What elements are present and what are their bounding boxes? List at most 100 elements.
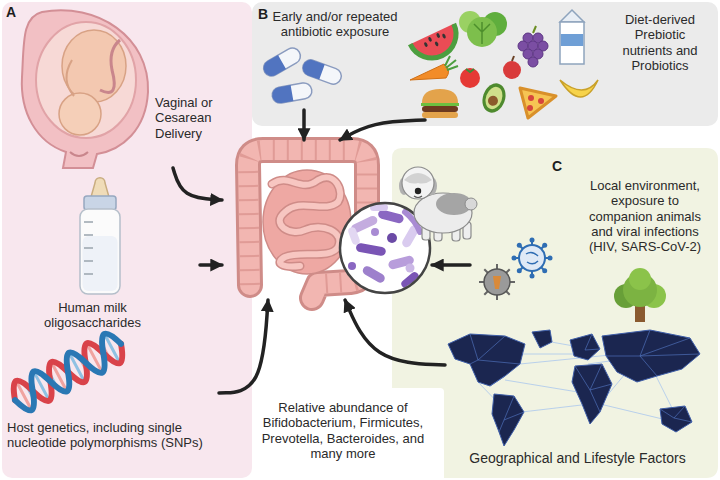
world-map [602,330,700,382]
factor-label: Local environment, exposure to companion… [580,178,710,255]
bottle-illustration [80,209,120,294]
influence-arrow [173,168,222,200]
world-map [660,406,692,422]
factor-box: Diet-derived Prebiotic nutrients and Pro… [405,5,715,120]
bottle-illustration [84,234,93,236]
food-illustration [560,22,584,64]
dog-illustration [399,167,477,241]
food-illustration [560,10,584,22]
dog-illustration [414,196,422,198]
bottle-illustration [84,273,93,275]
antibiotic-capsules [261,45,304,79]
microbiota-lens [347,204,420,289]
influence-arrow [302,110,306,140]
connector-group [173,110,470,393]
antibiotic-capsules [261,45,344,104]
panel-ground [392,148,718,478]
factor-label: Diet-derived Prebiotic nutrients and Pro… [610,12,710,73]
uterus-illustration [66,60,74,96]
influence-arrow [432,263,470,267]
dog-illustration [465,198,477,210]
bottle-illustration [83,236,118,291]
dog-illustration [404,173,432,184]
influence-arrow [200,263,222,267]
virus-icons [479,238,553,301]
gut-illustration [272,177,340,266]
food-illustration [422,30,448,51]
world-map [606,330,700,376]
world-map [570,334,600,360]
virus-icons [484,269,488,273]
world-map [532,330,552,348]
bottle-illustration [91,178,109,197]
bottle-illustration [84,260,93,262]
food-illustration [421,103,459,106]
bottle-illustration [84,222,93,274]
gut-illustration [272,177,340,266]
uterus-illustration [22,10,148,168]
antibiotic-capsules [271,82,313,105]
tree-icon [629,268,651,290]
food-illustration [483,84,506,111]
virus-icons [514,240,550,276]
uterus-illustration [59,93,101,135]
gut-microbiome: Relative abundance of Bifidobacterium, F… [222,140,432,300]
antibiotic-capsules [261,55,286,79]
food-illustration [428,36,433,42]
food-illustration [410,64,449,80]
food-illustration [467,17,497,47]
microbiota-lens [347,226,361,246]
factor-box: Geographical and Lifestyle Factors [445,320,715,476]
antibiotic-capsules [300,58,324,80]
virus-icons [484,269,510,295]
food-illustration [410,10,598,118]
microbiota-lens [361,265,386,285]
food-illustration [410,24,464,66]
bottle-illustration [80,178,120,294]
food-illustration [434,41,439,47]
gut-illustration [263,170,351,274]
microbiota-lens [371,228,379,236]
world-map [448,330,700,446]
panel-letter: C [552,158,572,175]
food-illustration [527,105,533,111]
food-illustration [538,98,544,104]
world-map [520,354,620,364]
virus-icons [530,274,535,279]
food-illustration [460,68,480,88]
food-illustration [445,56,458,70]
panel-region: BEarly and/or repeated antibiotic exposu… [252,2,718,126]
world-map [448,334,525,386]
antibiotic-capsules [271,85,293,104]
virus-icons [530,238,535,243]
factor-label: Early and/or repeated antibiotic exposur… [270,9,400,40]
factor-box: Early and/or repeated antibiotic exposur… [255,5,402,110]
food-illustration [479,80,510,116]
dog-illustration [415,188,421,194]
uterus-illustration [22,10,148,168]
world-map [585,334,600,350]
world-map [499,396,524,432]
influence-arrow [345,300,445,365]
panel-letter: A [6,4,26,21]
uterus-illustration [70,152,88,156]
food-illustration [474,22,490,44]
world-map [575,364,612,412]
food-illustration [410,24,464,66]
uterus-illustration [62,30,126,102]
factor-label: Host genetics, including single nucleoti… [7,420,217,451]
food-illustration [422,106,458,112]
microbiota-lens [355,242,386,256]
antibiotic-capsules [261,45,304,79]
world-map [470,334,520,386]
virus-icons [519,245,545,271]
gut-illustration [248,150,367,285]
food-illustration [528,95,534,101]
virus-icons [484,291,488,295]
outcome-label: Relative abundance of Bifidobacterium, F… [248,400,438,461]
food-illustration [422,89,458,103]
virus-icons [517,243,522,248]
uterus-illustration [100,40,120,93]
bottle-illustration [84,221,93,223]
